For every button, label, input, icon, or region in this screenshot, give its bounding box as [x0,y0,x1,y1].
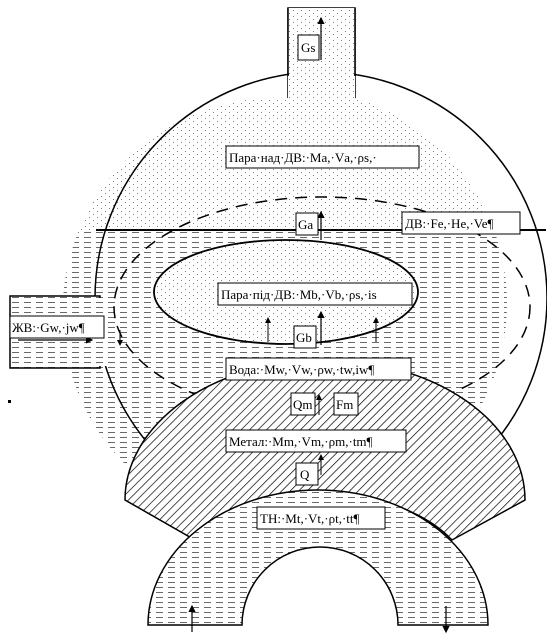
g-s-label: Gs [301,40,315,55]
steam-space [62,8,507,230]
feed-water-label: ЖВ:·Gw,·jw¶ [12,320,85,335]
g-s-box [297,34,320,61]
metal-box [225,429,407,453]
heat-carrier-label: ТН:·Mt,·Vt,·ρt,·tt¶ [260,511,360,526]
q-box [295,462,319,486]
g-a-label: Ga [298,217,313,232]
heat-carrier-box [256,506,386,530]
steam-above-label: Пара·над·ДВ:·Mа,·Vа,·ρs,· [229,150,377,165]
evap-surface-box [401,211,521,235]
water-box [225,357,412,381]
water-label: Вода:·Mw,·Vw,·ρw,·tw,iw¶ [229,362,374,377]
feed-water-box [9,315,105,339]
evap-surface-label: ДВ:·Fe,·He,·Ve¶ [405,216,494,231]
f-m-box [333,392,359,416]
steam-below-label: Пара·під·ДВ:·Mb,·Vb,·ρs,·is [221,287,377,302]
q-m-box [290,392,316,416]
stray-dot [8,400,11,403]
g-a-box [295,212,319,236]
metal-label: Метал:·Mm,·Vm,·ρm,·tm¶ [229,434,373,449]
steam-above-box [225,145,420,169]
q-label: Q [300,467,310,482]
g-b-label: Gb [296,330,312,345]
pipe-joint [289,60,354,108]
f-m-label: Fm [336,397,353,412]
q-m-label: Qm [293,397,313,412]
heat-carrier-channel [147,489,489,626]
circulation-loop [113,196,531,418]
steam-below-box [217,282,413,306]
g-b-box [293,325,317,349]
